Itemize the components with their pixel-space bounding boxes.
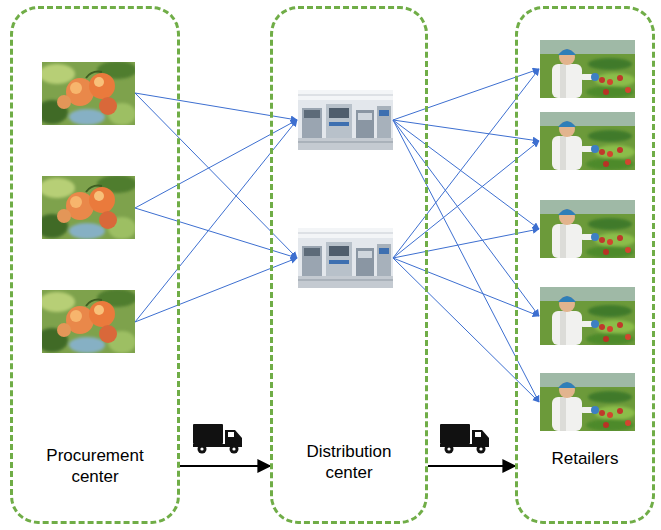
stage-group: Retailers <box>515 6 655 524</box>
retailer-photo <box>540 373 635 431</box>
peach-photo <box>36 289 137 353</box>
flow-arrow <box>180 465 270 467</box>
stage-label: Procurement center <box>35 445 155 488</box>
warehouse-photo <box>298 90 393 150</box>
stage-group: Procurement center <box>10 6 180 524</box>
stage-label: Retailers <box>551 448 618 469</box>
stage-label: Distribution center <box>293 441 405 484</box>
truck-icon <box>193 424 242 454</box>
peach-photo <box>36 61 137 125</box>
retailer-photo <box>540 112 635 170</box>
stage-group: Distribution center <box>270 6 428 524</box>
retailer-photo <box>540 40 635 98</box>
flow-arrow <box>428 465 515 467</box>
retailer-photo <box>540 200 635 258</box>
warehouse-photo <box>298 228 393 288</box>
retailer-photo <box>540 287 635 345</box>
peach-photo <box>36 175 137 239</box>
truck-icon <box>440 424 489 454</box>
flow-lines <box>135 69 539 402</box>
